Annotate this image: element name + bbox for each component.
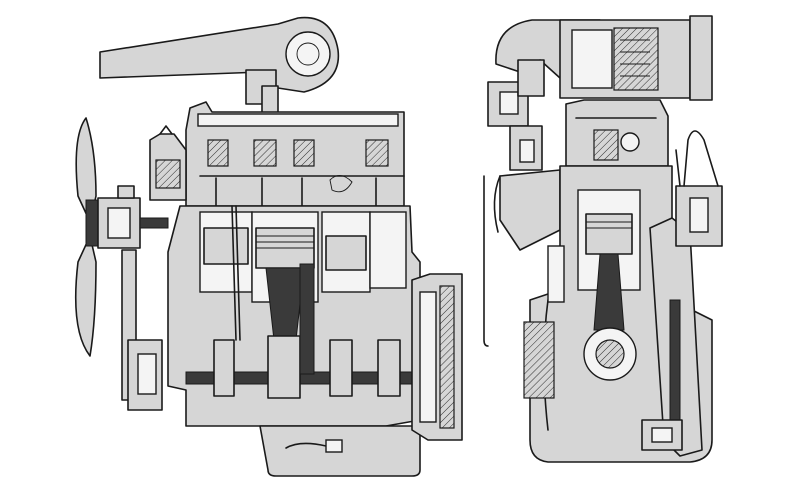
end-cutaway-view <box>487 15 723 463</box>
flywheel-icon <box>411 273 463 441</box>
rocker-cover-end <box>565 99 669 167</box>
thermostat-housing <box>149 125 187 201</box>
side-cutaway-view <box>74 16 463 477</box>
crankshaft-icon <box>185 263 421 399</box>
dipstick <box>483 175 489 347</box>
fan-icon <box>74 117 99 357</box>
oil-pump-end <box>641 419 683 451</box>
fan-pulley <box>121 249 163 411</box>
carburetor-icon <box>487 59 561 251</box>
air-cleaner-icon <box>99 16 340 117</box>
piston-icon <box>255 227 315 341</box>
air-cleaner-end <box>495 15 713 101</box>
crankshaft-end <box>583 327 637 381</box>
cylinder-head <box>185 101 405 207</box>
oil-sump-icon <box>259 425 421 477</box>
valve-springs <box>207 139 389 167</box>
water-pump <box>97 185 169 249</box>
piston-end <box>585 213 633 331</box>
